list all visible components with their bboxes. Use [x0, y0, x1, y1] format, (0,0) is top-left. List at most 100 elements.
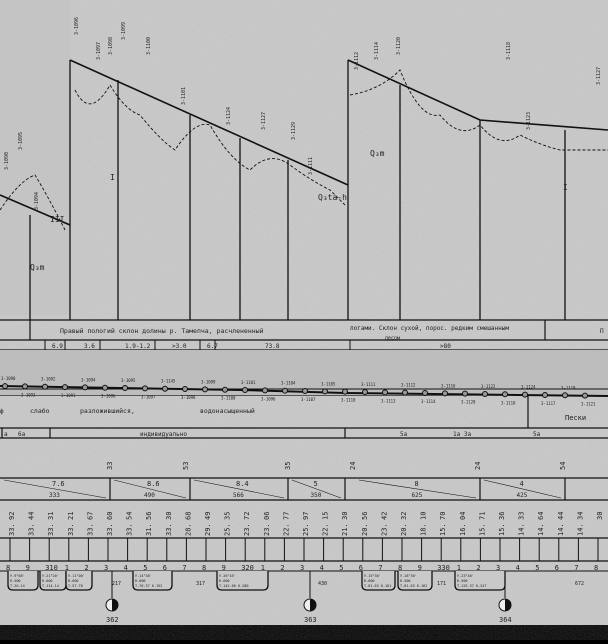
straight-length: 430 [318, 581, 327, 587]
mark-value: 33. [28, 523, 36, 536]
picket-number: 9 [222, 564, 226, 572]
mark-value: 44 [557, 512, 565, 520]
paper-grain [0, 0, 608, 625]
slope-length: 333 [49, 492, 60, 499]
curve-tangent: T-57.78 [68, 584, 83, 588]
slope-length: 625 [412, 492, 423, 499]
thickness-value: 6.9 [52, 343, 63, 350]
borehole-label: 3-1095 [18, 132, 24, 150]
soil-description: ф [0, 408, 4, 415]
picket-number: 8 [594, 564, 598, 572]
borehole-label: 3-1111 [308, 157, 314, 175]
thickness-value: 73.8 [265, 343, 280, 350]
survey-point [42, 383, 48, 390]
survey-point-label: 3-1090 [1, 376, 16, 381]
mark-value: 23. [263, 523, 271, 536]
survey-point-label: 3-1092 [41, 377, 56, 382]
survey-point-label: 3-1104 [281, 381, 296, 386]
route-line [0, 385, 608, 397]
mark-value: 92 [8, 512, 16, 520]
soil-description: Пески [565, 414, 586, 422]
borehole-label: 3-1120 [396, 37, 402, 55]
survey-point-label: 3-1094 [81, 377, 96, 382]
borehole-label: 3-1099 [121, 22, 127, 40]
curve-angle: У-11°00' [68, 574, 85, 578]
picket-number: 7 [574, 564, 578, 572]
survey-point [522, 391, 528, 398]
curve-radius: R-500 [10, 579, 21, 583]
mark-value: 56 [361, 512, 369, 520]
curve-angle: У-26°45' [219, 574, 236, 578]
slope-length: 490 [144, 492, 155, 499]
borehole-label: 3-1096 [74, 17, 80, 35]
picket-number: 2 [476, 564, 480, 572]
curve-angle: У-14°30' [135, 574, 152, 578]
survey-point-label: 3-1097 [141, 394, 156, 399]
survey-point-label: 3-1100 [221, 396, 236, 401]
mark-value: 33. [165, 523, 173, 536]
mark-value: 30 [165, 512, 173, 520]
mark-value: 28. [184, 523, 192, 536]
mark-value: 14. [557, 523, 565, 536]
mark-value: 15. [439, 523, 447, 536]
soil-index: I [563, 183, 568, 192]
borehole-label: 3-1127 [261, 112, 267, 130]
survey-point [262, 387, 268, 394]
borehole-label: 3-1100 [146, 37, 152, 55]
straight-length: 171 [437, 581, 446, 587]
survey-point [222, 386, 228, 393]
mark-value: 33 [518, 512, 526, 520]
slope-line [291, 479, 342, 499]
survey-point-label: 3-1112 [401, 383, 416, 388]
survey-point [22, 383, 28, 390]
mark-value: 71 [478, 512, 486, 520]
benchmark-number: 362 [106, 616, 119, 624]
mark-value: 25. [224, 523, 232, 536]
curve-tangent: T-26.14 [10, 584, 25, 588]
survey-point-label: 3-1101 [241, 380, 256, 385]
slope-length: 350 [311, 492, 322, 499]
mark-value: 16. [459, 523, 467, 536]
category-label: а [4, 431, 8, 438]
picket-number: 320 [241, 564, 254, 572]
description-text: лесом [385, 336, 400, 342]
mark-value: 23. [380, 523, 388, 536]
mark-value: 21. [341, 523, 349, 536]
geological-section [0, 0, 608, 320]
thickness-value: >80 [440, 343, 451, 350]
survey-point [62, 384, 68, 391]
picket-number: 6 [359, 564, 363, 572]
survey-point [142, 385, 148, 392]
elevation-mark: 53 [182, 462, 190, 470]
survey-point [202, 386, 208, 393]
slope-value: 8 [415, 480, 419, 488]
mark-value: 32 [400, 512, 408, 520]
category-label: 6а [18, 431, 26, 438]
straight-length: 317 [196, 581, 205, 587]
mark-value: 18. [420, 523, 428, 536]
mark-value: 77 [282, 512, 290, 520]
picket-number: 8 [6, 564, 10, 572]
category-label: 5а [533, 431, 541, 438]
survey-point [482, 390, 488, 397]
borehole-label: 3-1127 [596, 67, 602, 85]
picket-number: 2 [84, 564, 88, 572]
straight-length: 672 [575, 581, 584, 587]
survey-point-label: 3-1124 [521, 385, 536, 390]
survey-point [162, 385, 168, 392]
mark-value: 68 [184, 512, 192, 520]
picket-number: 9 [26, 564, 30, 572]
mark-value: 25. [302, 523, 310, 536]
survey-point [362, 389, 368, 396]
survey-point-label: 3-1096 [261, 396, 276, 401]
curve-tangent: T-114.14 [42, 584, 59, 588]
survey-point-label: 3-1120 [461, 400, 476, 405]
survey-point [282, 387, 288, 394]
mark-value: 20. [400, 523, 408, 536]
picket-number: 3 [300, 564, 304, 572]
survey-point-label: 3-1095 [121, 378, 136, 383]
survey-point [322, 388, 328, 395]
picket-number: 7 [182, 564, 186, 572]
curve-tangent: T-142.66 К-280 [219, 584, 249, 588]
